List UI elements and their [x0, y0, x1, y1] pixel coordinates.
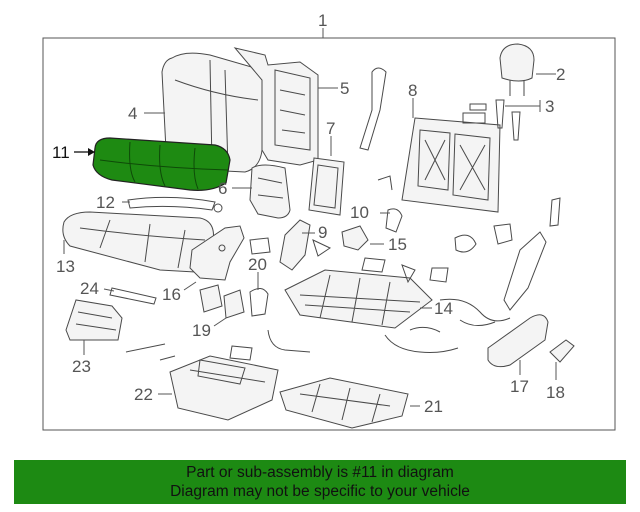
- callout-2: 2: [556, 65, 565, 84]
- callout-7: 7: [326, 119, 335, 138]
- callout-10: 10: [350, 203, 369, 222]
- callout-8: 8: [408, 81, 417, 100]
- part-pivot-clip[interactable]: [249, 288, 269, 317]
- callout-24: 24: [80, 279, 99, 298]
- callout-19: 19: [192, 321, 211, 340]
- callout-15: 15: [388, 235, 407, 254]
- callout-4: 4: [128, 104, 137, 123]
- part-side-pad[interactable]: [249, 164, 291, 219]
- part-seat-cushion-cover[interactable]: [62, 211, 214, 273]
- part-side-bracket[interactable]: [189, 225, 245, 281]
- part-storage-tray[interactable]: [169, 345, 279, 421]
- part-headrest-guides[interactable]: [469, 99, 521, 141]
- callout-22: 22: [134, 385, 153, 404]
- callout-14: 14: [434, 299, 453, 318]
- parts-diagram: 1 2 3 4 5 6 7 8 9 10 11 12 13 14 15 16 1…: [42, 11, 616, 431]
- part-trim-piece[interactable]: [549, 339, 575, 363]
- part-clip[interactable]: [249, 237, 271, 255]
- callout-9: 9: [318, 223, 327, 242]
- part-11-seat-cushion-highlighted[interactable]: [92, 137, 231, 191]
- callout-1: 1: [318, 11, 327, 30]
- callout-5: 5: [340, 79, 349, 98]
- callout-11: 11: [52, 143, 70, 162]
- callout-18: 18: [546, 383, 565, 402]
- part-hinge[interactable]: [279, 219, 311, 271]
- callout-12: 12: [96, 193, 115, 212]
- callout-11-arrow: [74, 148, 95, 156]
- part-side-cover[interactable]: [487, 314, 549, 368]
- callout-3: 3: [545, 97, 554, 116]
- part-wiring-harness[interactable]: [384, 298, 511, 353]
- callout-20: 20: [248, 255, 267, 274]
- part-support-bar[interactable]: [109, 287, 157, 305]
- part-rods[interactable]: [125, 329, 311, 361]
- part-headrest[interactable]: [499, 43, 535, 96]
- leader-lines: [63, 73, 557, 407]
- banner-line-2: Diagram may not be specific to your vehi…: [170, 483, 470, 500]
- part-trim-strip[interactable]: [127, 196, 223, 213]
- part-brackets[interactable]: [199, 284, 245, 319]
- part-rear-panel[interactable]: [308, 157, 345, 216]
- diagram-frame: [42, 37, 616, 431]
- callout-17: 17: [510, 377, 529, 396]
- part-cushion-frame[interactable]: [284, 257, 449, 329]
- part-seat-belt[interactable]: [359, 67, 387, 151]
- part-seat-back-frame-right[interactable]: [401, 112, 501, 213]
- part-foam-pad[interactable]: [65, 299, 123, 341]
- callout-21: 21: [424, 397, 443, 416]
- part-lower-cover[interactable]: [279, 377, 409, 429]
- part-recliner[interactable]: [377, 175, 403, 233]
- part-side-rail[interactable]: [454, 197, 561, 311]
- callout-13: 13: [56, 257, 75, 276]
- info-banner: Part or sub-assembly is #11 in diagram D…: [14, 460, 626, 504]
- callout-23: 23: [72, 357, 91, 376]
- banner-line-1: Part or sub-assembly is #11 in diagram: [186, 464, 454, 481]
- callout-6: 6: [218, 179, 227, 198]
- part-latch[interactable]: [312, 225, 369, 257]
- callout-16: 16: [162, 285, 181, 304]
- part-seat-back-cushion[interactable]: [161, 52, 263, 173]
